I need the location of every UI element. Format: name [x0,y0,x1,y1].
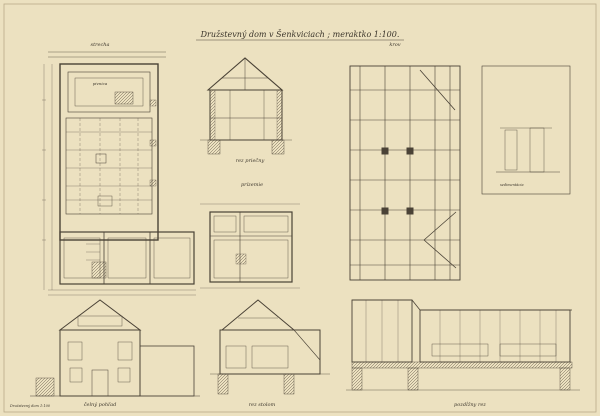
label-pivnica: pivnica [93,81,108,86]
label-footnote: Družstevný dom 1:100 [9,403,51,408]
ground-plan-center: prízemie [200,181,300,289]
sheet-border [3,3,597,413]
label-celny-pohlad: čelný pohľad [84,401,117,408]
label-strecha: strecha [91,42,110,48]
label-pozdlzny-rez: pozdĺžny rez [454,401,486,408]
sheet-title: Družstevný dom v Šenkviciach ; meraktko … [200,30,400,39]
label-rez-priecny: rez priečny [236,157,265,164]
hall-section: rez stolom [210,299,330,408]
detail-box: sedimentácia [481,65,571,195]
front-elevation: čelný pohľad Družstevný dom 1:100 [9,299,200,408]
label-rez-stolom: rez stolom [249,402,276,408]
longitudinal-section: pozdĺžny rez [346,299,580,408]
plan-roof: strecha pivnica [42,42,166,290]
label-prizemie: prízemie [241,181,263,188]
plan-ground-floor [48,231,196,296]
cross-section: rez priečny [200,57,292,164]
label-krov: krov [389,42,400,48]
label-detail: sedimentácia [500,183,524,187]
truss-plan: krov [349,42,461,281]
